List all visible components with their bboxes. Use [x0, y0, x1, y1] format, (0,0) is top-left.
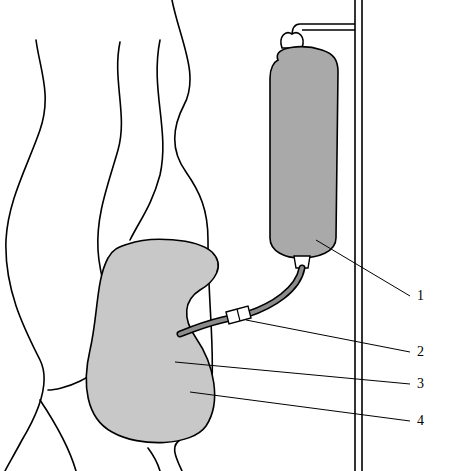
hanger-arm [302, 29, 355, 31]
leader-line [246, 320, 410, 352]
hanger-arm [292, 24, 355, 36]
callout-number: 4 [416, 414, 425, 428]
callout-number: 1 [416, 289, 425, 303]
leader-line [175, 362, 410, 384]
callout-number: 2 [416, 345, 425, 359]
tube-connector [237, 309, 240, 321]
tube [180, 268, 302, 334]
callout-number: 3 [416, 377, 425, 391]
abdominal-cavity [86, 239, 218, 442]
bag-hook [281, 33, 303, 48]
tube [180, 268, 302, 334]
stand-pole [354, 0, 356, 471]
leg-outline [40, 400, 76, 471]
leg-outline [148, 448, 160, 471]
arm-outline [130, 40, 163, 240]
leader-line [316, 240, 410, 296]
stand-pole [361, 0, 363, 471]
tube-connector [226, 306, 251, 324]
leader-line [190, 392, 410, 421]
dialysate-bag [270, 47, 338, 258]
body-outline [5, 40, 45, 471]
